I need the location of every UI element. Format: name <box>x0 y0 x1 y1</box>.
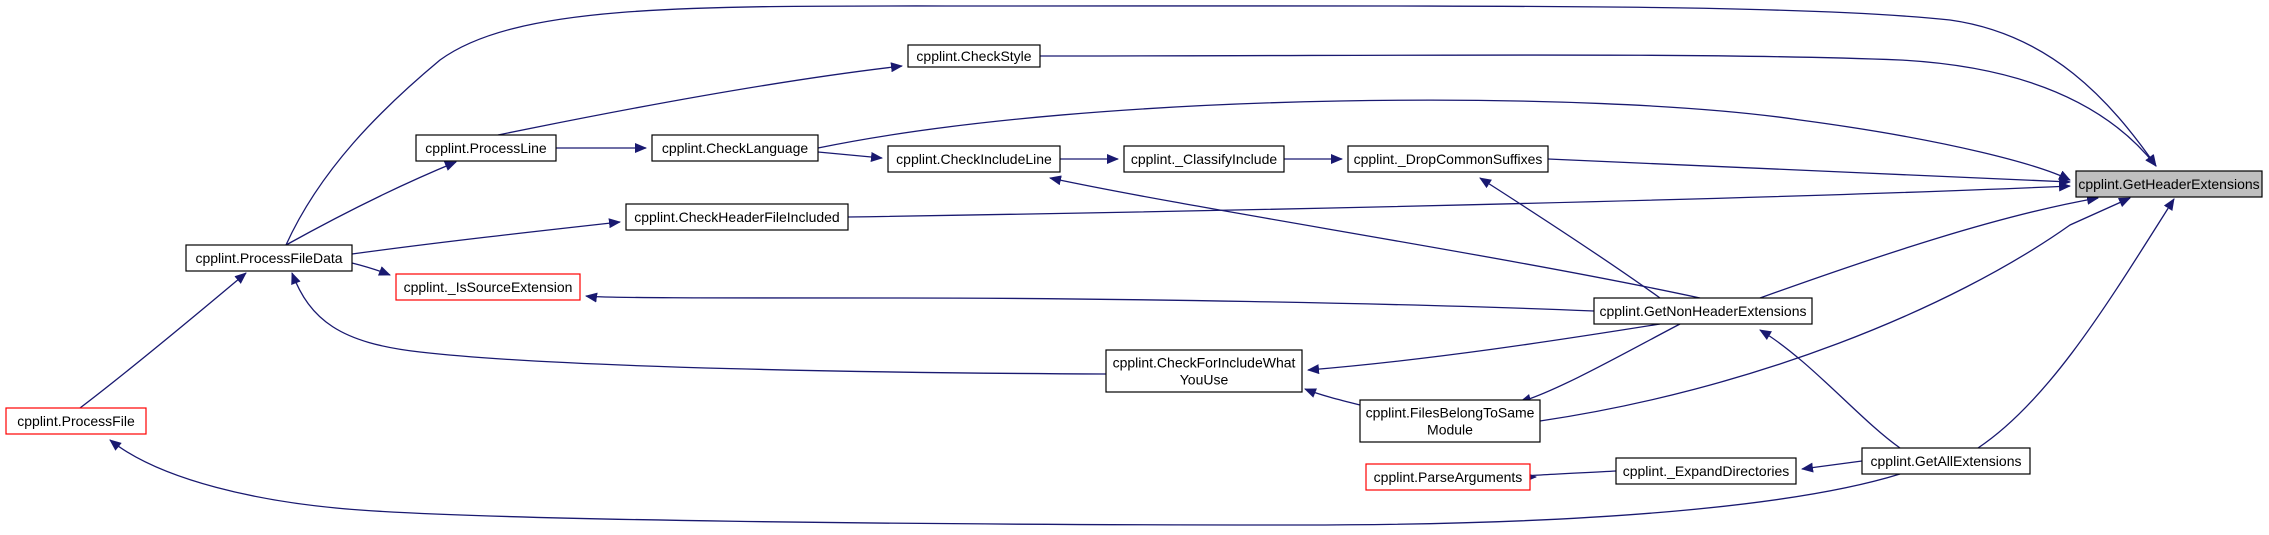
edge-process_file_data-to-is_source_extension <box>351 262 391 276</box>
node-box <box>415 134 557 162</box>
edge-get_non_header_extensions-to-check_include_line <box>1049 175 1701 299</box>
node-box <box>625 203 849 231</box>
edge-drop_common_suffixes-to-get_header_extensions <box>1547 158 2071 187</box>
node-box <box>1861 447 2031 475</box>
node-label: cpplint._ExpandDirectories <box>1623 463 1790 479</box>
node-label: cpplint.ProcessLine <box>425 140 547 156</box>
edge-check_for_include_what_you_use-to-process_file_data <box>291 272 1107 375</box>
node-label: cpplint.GetHeaderExtensions <box>2078 176 2259 192</box>
node-box <box>395 273 581 301</box>
node-label: cpplint.FilesBelongToSame <box>1366 405 1535 421</box>
node-label: Module <box>1427 422 1473 438</box>
node-label: cpplint.CheckStyle <box>916 48 1031 64</box>
edge-process_file_data-to-get_header_extensions <box>285 5 2157 246</box>
node-process-line[interactable]: cpplint.ProcessLine <box>415 134 557 162</box>
edge-get_all_extensions-to-get_non_header_extensions <box>1759 329 1901 449</box>
edge-get_non_header_extensions-to-check_for_include_what_you_use <box>1307 323 1661 375</box>
node-check-header-file-included[interactable]: cpplint.CheckHeaderFileIncluded <box>625 203 849 231</box>
node-label: cpplint.ParseArguments <box>1374 469 1523 485</box>
node-label: cpplint.CheckHeaderFileIncluded <box>634 209 839 225</box>
node-box <box>1105 349 1303 393</box>
node-box <box>2075 170 2263 198</box>
edge-get_non_header_extensions-to-files_belong_to_same_module <box>1519 323 1681 404</box>
node-label: cpplint.ProcessFile <box>17 413 135 429</box>
node-box <box>1347 145 1549 173</box>
edge-get_all_extensions-to-get_header_extensions <box>1977 198 2175 449</box>
edge-files_belong_to_same_module-to-get_header_extensions <box>1539 197 2131 422</box>
edge-get_non_header_extensions-to-drop_common_suffixes <box>1479 177 1661 299</box>
node-label: cpplint._DropCommonSuffixes <box>1354 151 1543 167</box>
node-label: cpplint.ProcessFileData <box>195 250 342 266</box>
node-box <box>1359 399 1541 443</box>
node-label: cpplint._ClassifyInclude <box>1131 151 1278 167</box>
node-get-all-extensions[interactable]: cpplint.GetAllExtensions <box>1861 447 2031 475</box>
node-check-language[interactable]: cpplint.CheckLanguage <box>651 134 819 162</box>
edge-process_file_data-to-process_line <box>285 161 457 246</box>
edge-check_language-to-get_header_extensions <box>817 99 2071 181</box>
node-check-style[interactable]: cpplint.CheckStyle <box>907 44 1041 68</box>
node-is-source-extension[interactable]: cpplint._IsSourceExtension <box>395 273 581 301</box>
edge-get_all_extensions-to-expand_directories <box>1801 460 1863 473</box>
edge-process_file_data-to-check_header_file_included <box>351 218 621 255</box>
edge-check_language-to-check_include_line <box>817 151 883 162</box>
edge-get_all_extensions-to-process_file <box>109 439 1901 526</box>
node-process-file-data[interactable]: cpplint.ProcessFileData <box>185 244 353 272</box>
node-box <box>1123 145 1285 173</box>
node-box <box>1615 457 1797 485</box>
node-drop-common-suffixes[interactable]: cpplint._DropCommonSuffixes <box>1347 145 1549 173</box>
node-box <box>651 134 819 162</box>
node-expand-directories[interactable]: cpplint._ExpandDirectories <box>1615 457 1797 485</box>
edge-expand_directories-to-parse_arguments <box>1520 470 1617 482</box>
node-label: cpplint.CheckForIncludeWhat <box>1113 355 1296 371</box>
node-label: cpplint.CheckLanguage <box>662 140 809 156</box>
node-label: cpplint._IsSourceExtension <box>404 279 573 295</box>
edge-get_non_header_extensions-to-is_source_extension <box>585 292 1595 312</box>
node-process-file[interactable]: cpplint.ProcessFile <box>5 407 147 435</box>
node-box <box>185 244 353 272</box>
node-get-header-extensions[interactable]: cpplint.GetHeaderExtensions <box>2075 170 2263 198</box>
node-parse-arguments[interactable]: cpplint.ParseArguments <box>1365 463 1531 491</box>
node-check-include-line[interactable]: cpplint.CheckIncludeLine <box>887 145 1061 173</box>
edge-check_header_file_included-to-get_header_extensions <box>847 181 2071 218</box>
edge-files_belong_to_same_module-to-check_for_include_what_you_use <box>1304 388 1361 406</box>
node-label: YouUse <box>1180 372 1229 388</box>
node-box <box>1593 297 1813 325</box>
edge-check_style-to-get_header_extensions <box>1039 54 2157 167</box>
nodes: cpplint.GetHeaderExtensions cpplint.Check… <box>5 44 2263 491</box>
node-box <box>1365 463 1531 491</box>
node-label: cpplint.CheckIncludeLine <box>896 151 1052 167</box>
node-get-non-header-extensions[interactable]: cpplint.GetNonHeaderExtensions <box>1593 297 1813 325</box>
edges <box>79 5 2175 526</box>
edge-process_file-to-process_file_data <box>79 272 247 409</box>
node-classify-include[interactable]: cpplint._ClassifyInclude <box>1123 145 1285 173</box>
node-label: cpplint.GetNonHeaderExtensions <box>1599 303 1806 319</box>
node-label: cpplint.GetAllExtensions <box>1871 453 2022 469</box>
node-box <box>907 44 1041 68</box>
node-box <box>5 407 147 435</box>
node-box <box>887 145 1061 173</box>
edge-process_line-to-check_style <box>497 62 903 136</box>
edge-get_non_header_extensions-to-get_header_extensions <box>1759 194 2099 299</box>
